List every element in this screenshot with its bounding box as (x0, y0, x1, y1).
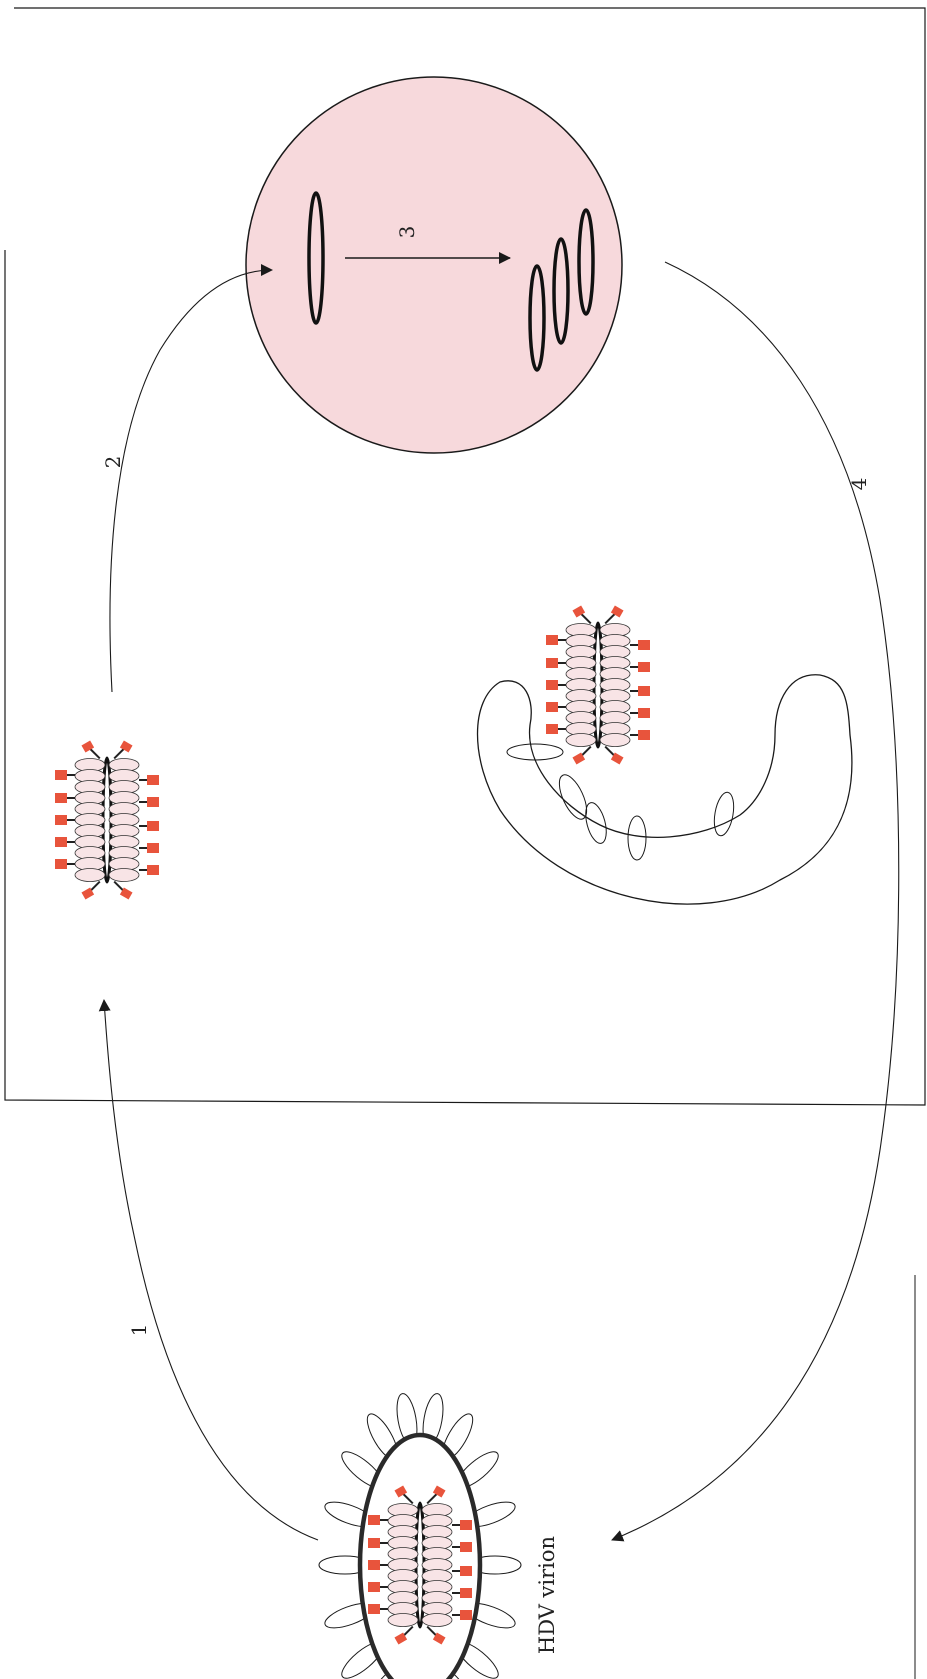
delta-antigen (109, 869, 139, 882)
large-delta-antigen (638, 730, 650, 740)
delta-antigen (422, 1614, 452, 1627)
large-delta-antigen (546, 658, 558, 668)
large-delta-antigen (368, 1560, 380, 1570)
hdv-virion (319, 1392, 521, 1679)
step-2-label: 2 (101, 456, 125, 469)
large-delta-antigen (368, 1582, 380, 1592)
large-delta-antigen (546, 635, 558, 645)
large-delta-antigen (55, 837, 67, 847)
large-delta-antigen (638, 662, 650, 672)
hdv-rnp-entering (55, 741, 159, 900)
large-delta-antigen (55, 770, 67, 780)
step-1-arrow (104, 1000, 318, 1540)
large-delta-antigen (460, 1566, 472, 1576)
large-delta-antigen (147, 843, 159, 853)
large-delta-antigen (55, 793, 67, 803)
large-delta-antigen (460, 1520, 472, 1530)
large-delta-antigen (368, 1538, 380, 1548)
large-delta-antigen (147, 775, 159, 785)
large-delta-antigen (460, 1610, 472, 1620)
step-2-arrow (110, 270, 272, 692)
large-delta-antigen (546, 724, 558, 734)
large-delta-antigen (147, 821, 159, 831)
hdv-rnp-assembling (546, 606, 650, 765)
large-delta-antigen (638, 708, 650, 718)
step-4-label: 4 (847, 478, 871, 491)
large-delta-antigen (546, 680, 558, 690)
large-delta-antigen (638, 686, 650, 696)
large-delta-antigen (638, 640, 650, 650)
nucleus (246, 77, 622, 453)
large-delta-antigen (147, 865, 159, 875)
large-delta-antigen (368, 1604, 380, 1614)
large-delta-antigen (546, 702, 558, 712)
delta-antigen (600, 734, 630, 747)
step-1-label: 1 (127, 1324, 151, 1337)
large-delta-antigen (368, 1515, 380, 1525)
virion-label: HDV virion (535, 1536, 559, 1654)
step-3-label: 3 (395, 226, 419, 239)
delta-antigen (75, 869, 105, 882)
large-delta-antigen (55, 815, 67, 825)
large-delta-antigen (460, 1542, 472, 1552)
delta-antigen (566, 734, 596, 747)
large-delta-antigen (460, 1588, 472, 1598)
large-delta-antigen (55, 859, 67, 869)
large-delta-antigen (147, 797, 159, 807)
delta-antigen (388, 1614, 418, 1627)
er-membrane (478, 675, 852, 904)
